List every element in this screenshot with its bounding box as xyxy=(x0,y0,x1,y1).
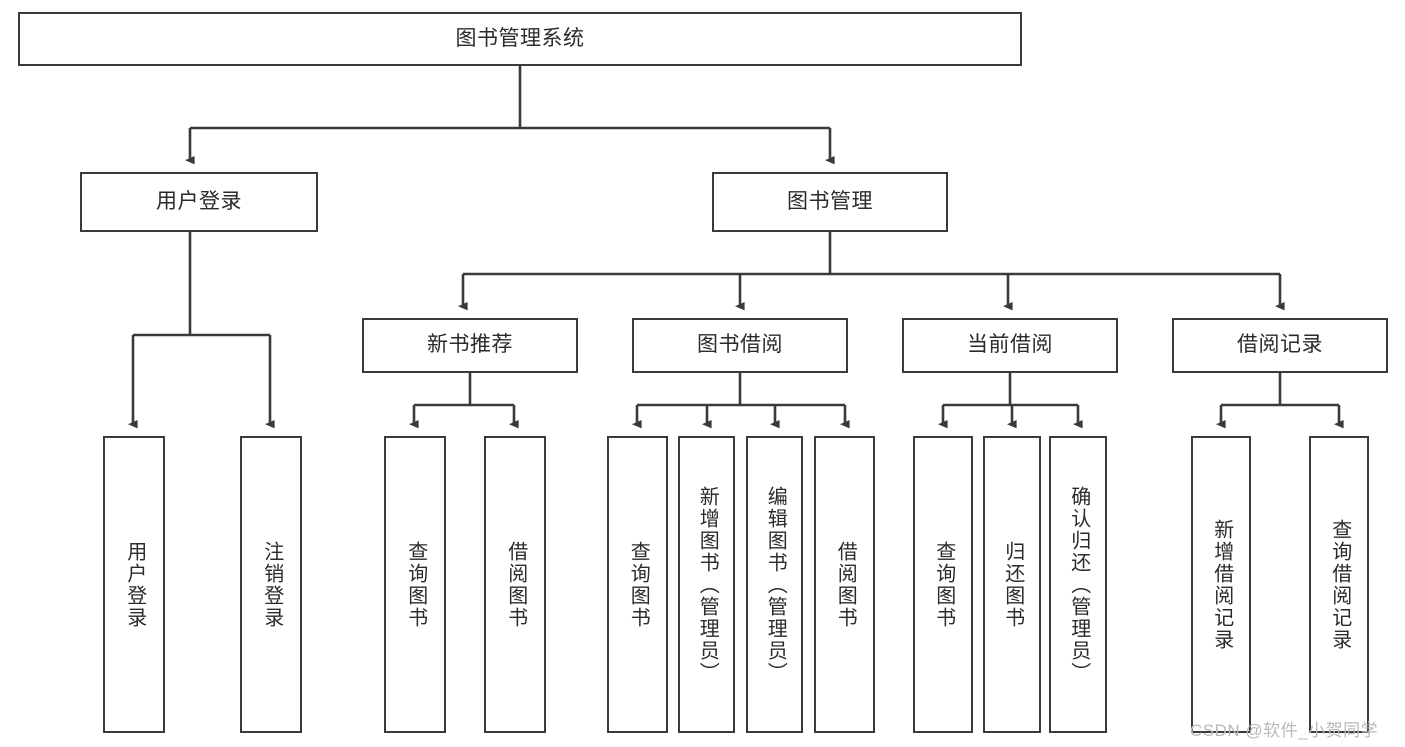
leaf-user-logout[interactable]: 注销登录 xyxy=(240,436,302,733)
node-current-borrow-label: 当前借阅 xyxy=(967,333,1053,357)
leaf-query-book-3-label: 查询图书 xyxy=(932,540,955,629)
leaf-borrow-book-1-label: 借阅图书 xyxy=(504,540,527,629)
leaf-confirm-return-label: 确认归还（管理员） xyxy=(1067,485,1090,684)
leaf-query-book-1[interactable]: 查询图书 xyxy=(384,436,446,733)
leaf-user-login-label: 用户登录 xyxy=(123,540,146,629)
leaf-borrow-book-2[interactable]: 借阅图书 xyxy=(814,436,875,733)
node-root[interactable]: 图书管理系统 xyxy=(18,12,1022,66)
node-book-manage[interactable]: 图书管理 xyxy=(712,172,948,232)
node-book-borrow[interactable]: 图书借阅 xyxy=(632,318,848,373)
leaf-borrow-book-2-label: 借阅图书 xyxy=(834,540,857,629)
node-current-borrow[interactable]: 当前借阅 xyxy=(902,318,1118,373)
node-user-login[interactable]: 用户登录 xyxy=(80,172,318,232)
leaf-add-record-label: 新增借阅记录 xyxy=(1210,518,1233,651)
leaf-return-book-label: 归还图书 xyxy=(1001,540,1024,629)
node-user-login-label: 用户登录 xyxy=(156,189,242,213)
leaf-add-book[interactable]: 新增图书（管理员） xyxy=(678,436,735,733)
node-book-borrow-label: 图书借阅 xyxy=(697,333,783,357)
leaf-edit-book-label: 编辑图书（管理员） xyxy=(764,485,787,684)
leaf-query-book-2-label: 查询图书 xyxy=(627,540,650,629)
leaf-query-record-label: 查询借阅记录 xyxy=(1328,518,1351,651)
node-book-manage-label: 图书管理 xyxy=(787,189,873,213)
leaf-query-book-1-label: 查询图书 xyxy=(404,540,427,629)
node-new-book-recommend[interactable]: 新书推荐 xyxy=(362,318,578,373)
node-borrow-record-label: 借阅记录 xyxy=(1237,333,1323,357)
leaf-user-login[interactable]: 用户登录 xyxy=(103,436,165,733)
node-borrow-record[interactable]: 借阅记录 xyxy=(1172,318,1388,373)
leaf-query-record[interactable]: 查询借阅记录 xyxy=(1309,436,1369,733)
node-root-label: 图书管理系统 xyxy=(455,26,585,50)
leaf-confirm-return[interactable]: 确认归还（管理员） xyxy=(1049,436,1107,733)
leaf-query-book-3[interactable]: 查询图书 xyxy=(913,436,973,733)
leaf-user-logout-label: 注销登录 xyxy=(260,540,283,629)
leaf-query-book-2[interactable]: 查询图书 xyxy=(607,436,668,733)
leaf-borrow-book-1[interactable]: 借阅图书 xyxy=(484,436,546,733)
leaf-add-record[interactable]: 新增借阅记录 xyxy=(1191,436,1251,733)
leaf-add-book-label: 新增图书（管理员） xyxy=(696,485,719,684)
leaf-edit-book[interactable]: 编辑图书（管理员） xyxy=(746,436,803,733)
leaf-return-book[interactable]: 归还图书 xyxy=(983,436,1041,733)
node-new-book-recommend-label: 新书推荐 xyxy=(427,333,513,357)
